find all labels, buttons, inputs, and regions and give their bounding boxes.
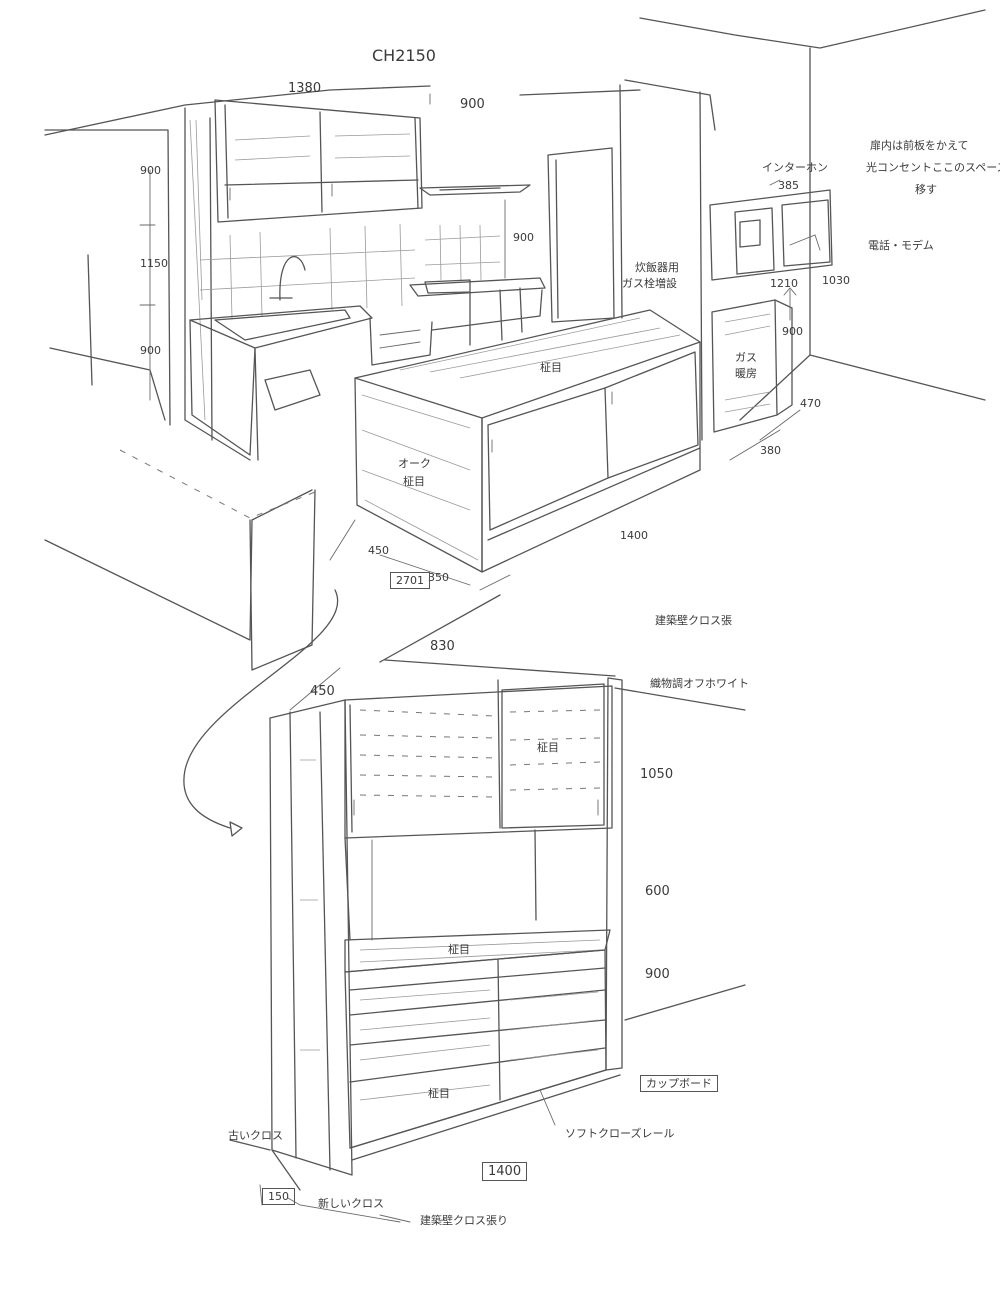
top-kitchen-perspective [44,9,986,837]
wall-boxes [709,189,833,281]
hood-height-label: 900 [513,231,534,244]
upper-cabinet-width-label: 1380 [288,81,322,96]
range-hood-width-label: 900 [460,97,485,112]
boxed-dim-label: 2701 [390,572,430,589]
island-top-label: 柾目 [540,361,562,374]
breaker-note-line-3: 移す [915,183,937,196]
old-cloth-label: 古いクロス [228,1129,283,1142]
cupboard-top-width-label: 830 [430,639,455,654]
island-depth-label: 450 [368,544,389,557]
open-height-label: 600 [645,884,670,899]
gas-note-line-1: 炊飯器用 [635,261,679,274]
breaker-note-line-2: 光コンセントここのスペースに [866,161,1000,174]
soft-close-rail-note: ソフトクローズレール [565,1127,675,1140]
new-cloth-label: 新しいクロス [318,1197,384,1210]
side-dim-label: 150 [262,1188,295,1205]
wall-dim-middle: 1150 [140,257,168,270]
gas-note-line-2: ガス栓増設 [622,277,677,290]
island-overhang-label: 350 [428,571,449,584]
island-counter [354,309,701,573]
wall-dim-lower: 900 [140,344,161,357]
fabric-note: 織物調オフホワイト [650,677,749,690]
lower-height-label: 900 [645,967,670,982]
breaker-note-line-1: 扉内は前板をかえて [870,139,969,152]
upper-door-label: 柾目 [537,741,559,754]
oak-label-2: 柾目 [403,475,425,488]
heater-width-label: 380 [760,444,781,457]
gas-heater [711,299,793,433]
upper-cabinet [214,99,423,223]
heater-label-2: 暖房 [735,367,757,380]
wall-cloth-note: 建築壁クロス張 [655,614,732,627]
box-height-label: 1210 [770,277,798,290]
drawer-label: 柾目 [428,1087,450,1100]
cupboard-label: カップボード [640,1075,718,1092]
heater-label-1: ガス [735,351,757,364]
total-width-label: 1400 [482,1162,528,1181]
box-side-label: 1030 [822,274,850,287]
counter-label: 柾目 [448,943,470,956]
phone-modem-label: 電話・モデム [868,239,934,252]
heater-depth-label: 470 [800,397,821,410]
upper-height-label: 1050 [640,767,674,782]
wall-cloth-bottom-note: 建築壁クロス張り [420,1214,508,1227]
wall-dim-upper: 900 [140,164,161,177]
cupboard-side-depth-label: 450 [310,684,335,699]
heater-height-label: 900 [782,325,803,338]
ceiling-height-label: CH2150 [372,46,436,65]
box-width-label: 385 [778,179,799,192]
island-length-label: 1400 [620,529,648,542]
oak-label-1: オーク [398,457,431,470]
interphone-label: インターホン [762,161,828,174]
cupboard-elevation [229,594,746,1223]
